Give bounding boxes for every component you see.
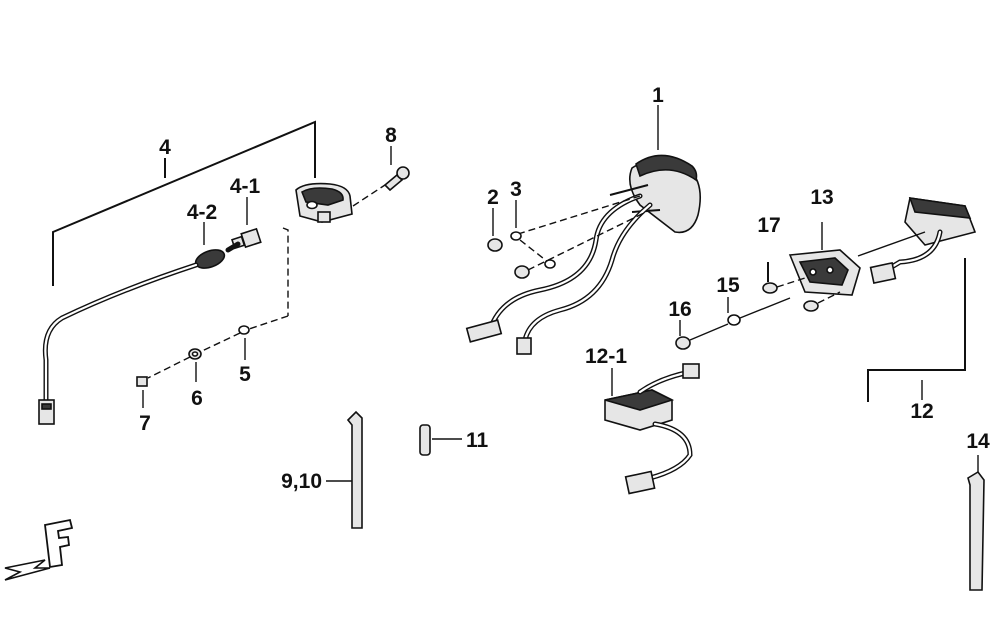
assembly-4-bracket	[52, 120, 316, 286]
pin-11	[419, 424, 462, 456]
callout-4: 4	[159, 136, 171, 159]
washer-3	[510, 231, 522, 241]
callout-2: 2	[487, 186, 499, 209]
callout-4-1: 4-1	[230, 175, 261, 198]
nut-lower	[514, 265, 530, 279]
washer-5	[238, 325, 250, 335]
cable-tie-9-10	[326, 410, 363, 529]
washer-6-hole	[191, 351, 199, 357]
callout-4-2: 4-2	[187, 201, 217, 224]
washer-lower	[544, 259, 556, 269]
callout-13: 13	[810, 186, 833, 209]
license-lamp-housing	[295, 182, 353, 223]
callout-11: 11	[466, 429, 489, 452]
front-direction-marker: F	[4, 518, 74, 581]
nut-2	[487, 238, 503, 252]
module-12-1	[604, 363, 700, 495]
callout-12: 12	[910, 400, 933, 423]
callout-8: 8	[385, 124, 397, 147]
screw-8	[383, 166, 410, 192]
screw-13b	[803, 300, 819, 312]
lamp-wire-harness	[38, 241, 241, 425]
tail-lamp-assembly	[465, 154, 701, 355]
callout-6: 6	[191, 387, 203, 410]
callout-12-1: 12-1	[585, 345, 627, 368]
side-lamp-12	[857, 197, 977, 285]
callout-9-10: 9,10	[281, 470, 322, 493]
callout-15: 15	[716, 274, 740, 297]
cable-tie-14	[967, 455, 985, 591]
callout-17: 17	[757, 214, 780, 237]
callout-7: 7	[139, 412, 151, 435]
reflector-mount-13	[788, 222, 861, 296]
callout-3: 3	[510, 178, 522, 201]
callout-5: 5	[239, 363, 251, 386]
callout-14: 14	[966, 430, 990, 453]
washer-15	[727, 314, 741, 326]
callout-1: 1	[652, 84, 664, 107]
screw-17	[762, 262, 806, 294]
nut-16	[675, 336, 691, 350]
nut-7	[136, 376, 148, 387]
callout-16: 16	[668, 298, 691, 321]
